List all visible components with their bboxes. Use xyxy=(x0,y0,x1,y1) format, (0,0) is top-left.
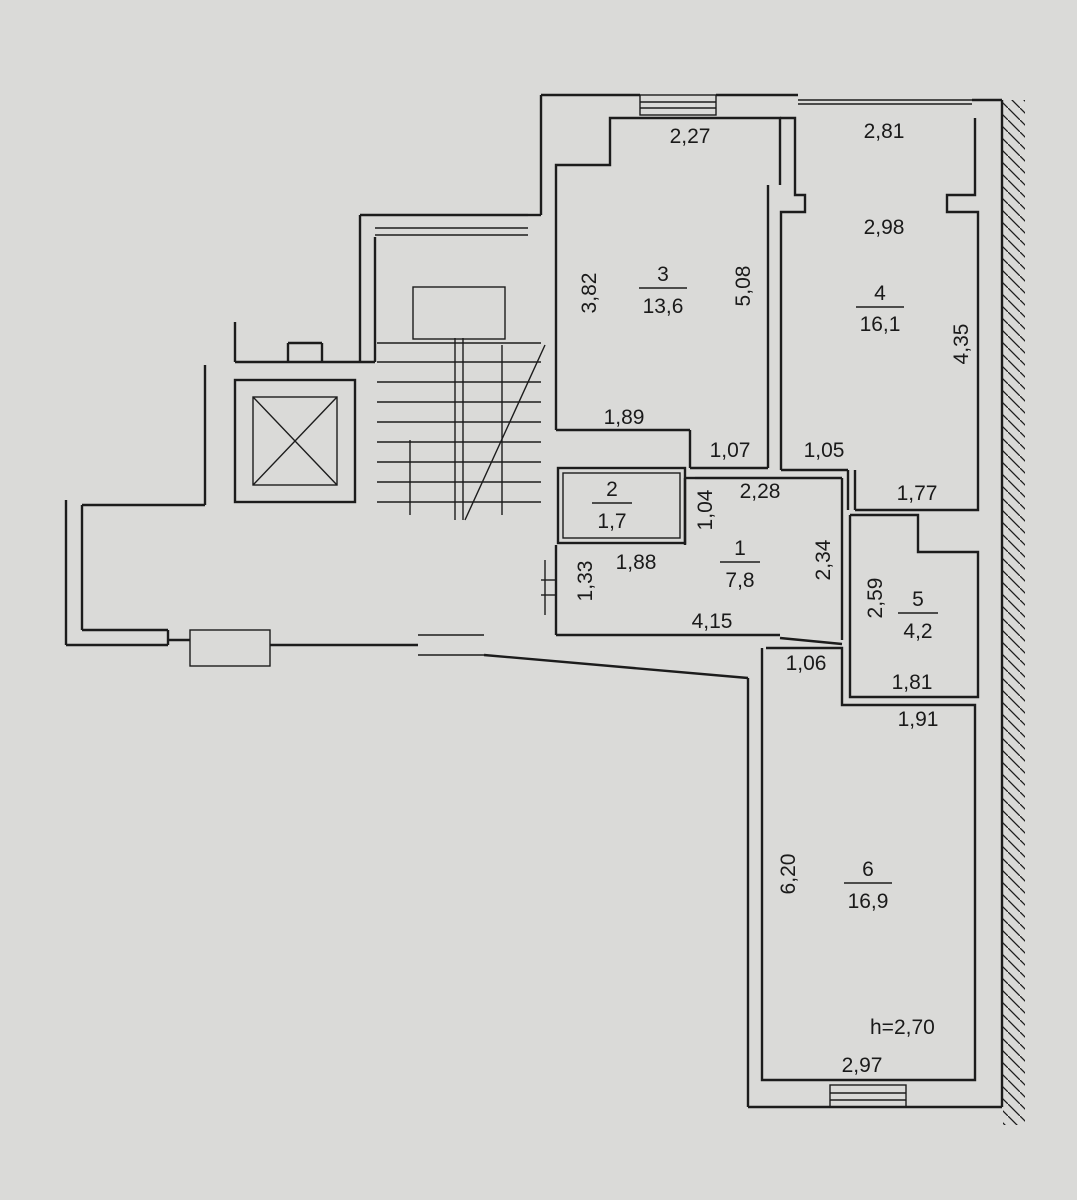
dimension-r3-right: 5,08 xyxy=(732,266,755,307)
room-area: 4,2 xyxy=(903,620,932,643)
dimension-r3-bottom: 1,89 xyxy=(604,406,645,429)
dimension-r3-left: 3,82 xyxy=(578,273,601,314)
room-label-5: 5 4,2 xyxy=(898,588,938,643)
dimension-r4-right: 4,35 xyxy=(950,324,973,365)
dimension-r4-top: 2,81 xyxy=(864,120,905,143)
dimension-hall-left: 1,04 xyxy=(694,489,717,530)
dimension-r6-left: 6,20 xyxy=(777,854,800,895)
room-number: 5 xyxy=(912,588,924,611)
dimension-labels: 2,27 3,82 5,08 1,89 2,81 2,98 4,35 1,77 … xyxy=(574,120,973,1077)
room-number: 3 xyxy=(657,263,669,286)
room-label-6: 6 16,9 xyxy=(844,858,892,913)
dimension-r5-left: 2,59 xyxy=(864,578,887,619)
ceiling-height-label: h=2,70 xyxy=(870,1016,935,1039)
dimension-r6-opening: 1,06 xyxy=(786,652,827,675)
room-area: 7,8 xyxy=(725,569,754,592)
room-label-2: 2 1,7 xyxy=(592,478,632,533)
room-label-1: 1 7,8 xyxy=(720,537,760,592)
staircase xyxy=(377,286,546,521)
outer-walls xyxy=(64,93,1004,1109)
room-number: 2 xyxy=(606,478,618,501)
room-area: 16,1 xyxy=(860,313,901,336)
dimension-hall-bottom: 4,15 xyxy=(692,610,733,633)
dimension-r4-mid: 2,98 xyxy=(864,216,905,239)
dimension-hall-left-low: 1,33 xyxy=(574,561,597,602)
dimension-r6-bottom: 2,97 xyxy=(842,1054,883,1077)
dimension-r6-top: 1,91 xyxy=(898,708,939,731)
room-label-3: 3 13,6 xyxy=(639,263,687,318)
dimension-corridor-a: 1,07 xyxy=(710,439,751,462)
room-area: 1,7 xyxy=(597,510,626,533)
room-label-4: 4 16,1 xyxy=(856,282,904,336)
interior-walls xyxy=(541,116,980,1082)
dimension-r3-top: 2,27 xyxy=(670,125,711,148)
room-number: 4 xyxy=(874,282,886,305)
exterior-wall-hatch xyxy=(1003,100,1025,1125)
room-number: 6 xyxy=(862,858,874,881)
room-number: 1 xyxy=(734,537,746,560)
dimension-hall-top: 2,28 xyxy=(740,480,781,503)
dimension-corridor-b: 1,05 xyxy=(804,439,845,462)
room-area: 16,9 xyxy=(848,890,889,913)
dimension-r5-bottom: 1,81 xyxy=(892,671,933,694)
dimension-r4-bottom: 1,77 xyxy=(897,482,938,505)
dimension-r2-bottom: 1,88 xyxy=(616,551,657,574)
elevator-shaft xyxy=(233,378,357,504)
room-area: 13,6 xyxy=(643,295,684,318)
dimension-hall-right: 2,34 xyxy=(812,539,835,580)
